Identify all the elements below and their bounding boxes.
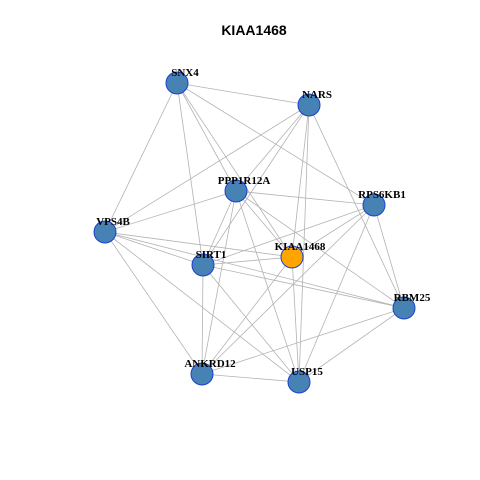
node-circle[interactable]: [93, 220, 117, 244]
node-label: KIAA1468: [275, 241, 326, 253]
node-circle[interactable]: [287, 370, 311, 394]
edge-nars-sirt1: [202, 104, 310, 266]
edge-vps4b-rbm25: [104, 231, 405, 309]
edge-kiaa1468-ankrd12: [201, 256, 293, 375]
node-label: PPP1R12A: [218, 175, 271, 187]
edge-nars-vps4b: [104, 104, 310, 233]
node-snx4[interactable]: SNX4: [165, 67, 199, 95]
edge-nars-usp15: [298, 104, 310, 383]
node-circle[interactable]: [362, 193, 386, 217]
edge-nars-ppp1r12a: [235, 104, 310, 192]
node-ppp1r12a[interactable]: PPP1R12A: [218, 175, 271, 203]
edge-snx4-vps4b: [104, 82, 178, 233]
node-label: VPS4B: [96, 216, 130, 228]
node-label: SNX4: [171, 67, 199, 79]
edge-sirt1-usp15: [202, 264, 300, 383]
edge-ppp1r12a-vps4b: [104, 190, 237, 233]
node-rps6kb1[interactable]: RPS6KB1: [358, 189, 406, 217]
node-sirt1[interactable]: SIRT1: [191, 249, 227, 277]
edge-snx4-ppp1r12a: [176, 82, 237, 192]
edge-ppp1r12a-usp15: [235, 190, 300, 383]
edge-ppp1r12a-rps6kb1: [235, 190, 375, 206]
node-circle[interactable]: [191, 253, 215, 277]
edge-vps4b-usp15: [104, 231, 300, 383]
edge-nars-rbm25: [308, 104, 405, 309]
node-label: ANKRD12: [184, 358, 236, 370]
edge-ankrd12-usp15: [201, 373, 300, 383]
edge-snx4-sirt1: [176, 82, 204, 266]
node-circle[interactable]: [190, 362, 214, 386]
edge-vps4b-ankrd12: [104, 231, 203, 375]
edge-ankrd12-rbm25: [201, 307, 405, 375]
node-label: SIRT1: [196, 249, 227, 261]
edge-rps6kb1-sirt1: [202, 204, 375, 266]
edge-snx4-kiaa1468: [176, 82, 293, 258]
edge-rps6kb1-ankrd12: [201, 204, 375, 375]
edge-rps6kb1-rbm25: [373, 204, 405, 309]
edge-sirt1-ankrd12: [201, 264, 204, 375]
edge-vps4b-sirt1: [104, 231, 204, 266]
node-vps4b[interactable]: VPS4B: [93, 216, 130, 244]
edge-ppp1r12a-sirt1: [202, 190, 237, 266]
node-ankrd12[interactable]: ANKRD12: [184, 358, 236, 386]
node-circle[interactable]: [280, 245, 304, 269]
node-circle[interactable]: [392, 296, 416, 320]
edge-vps4b-kiaa1468: [104, 231, 293, 258]
edge-ppp1r12a-rbm25: [235, 190, 405, 309]
edge-sirt1-rbm25: [202, 264, 405, 309]
node-rbm25[interactable]: RBM25: [392, 292, 431, 320]
node-circle[interactable]: [165, 71, 189, 95]
node-circle[interactable]: [224, 179, 248, 203]
node-label: USP15: [291, 366, 323, 378]
node-kiaa1468[interactable]: KIAA1468: [275, 241, 326, 269]
node-label: NARS: [302, 89, 332, 101]
edge-ppp1r12a-ankrd12: [201, 190, 237, 375]
edge-kiaa1468-usp15: [291, 256, 300, 383]
edge-ppp1r12a-kiaa1468: [235, 190, 293, 258]
edge-snx4-nars: [176, 82, 310, 106]
node-circle[interactable]: [297, 93, 321, 117]
diagram-title: KIAA1468: [221, 22, 287, 38]
node-label: RBM25: [394, 292, 431, 304]
edge-rps6kb1-kiaa1468: [291, 204, 375, 258]
node-label: RPS6KB1: [358, 189, 406, 201]
edge-sirt1-kiaa1468: [202, 256, 293, 266]
node-nars[interactable]: NARS: [297, 89, 332, 117]
edge-usp15-rbm25: [298, 307, 405, 383]
edge-layer: [104, 82, 405, 383]
node-usp15[interactable]: USP15: [287, 366, 323, 394]
